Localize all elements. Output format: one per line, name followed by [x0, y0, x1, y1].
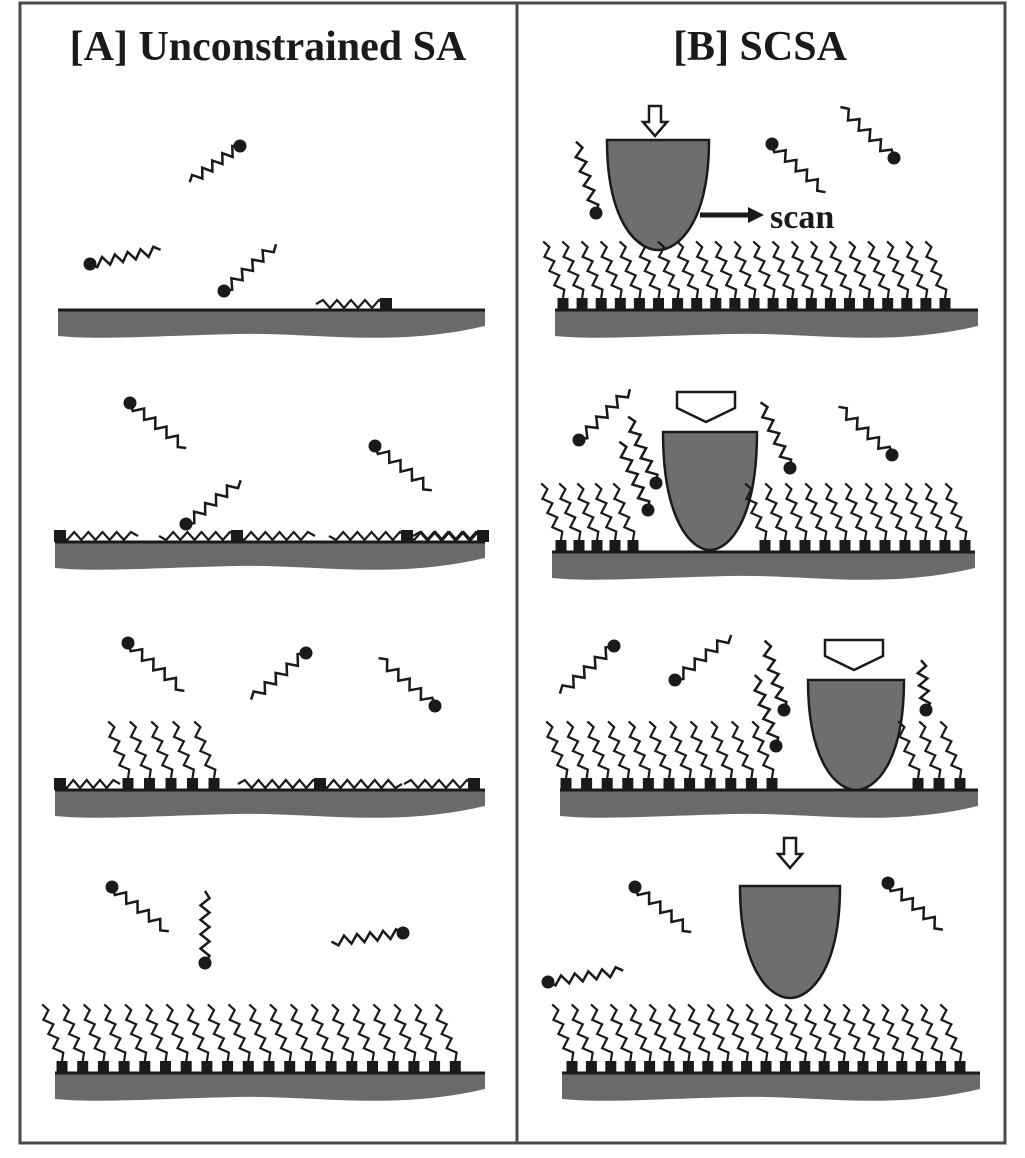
- free-molecule: [330, 926, 410, 947]
- free-molecule: [668, 634, 733, 687]
- lying-molecule: [231, 530, 316, 542]
- standing-monolayer-left: [545, 720, 778, 790]
- free-molecule: [759, 401, 797, 475]
- standing-monolayer-full: [542, 240, 951, 310]
- free-molecule: [752, 674, 783, 753]
- substrate-a1: [58, 308, 485, 338]
- free-molecule: [618, 440, 655, 517]
- free-molecule: [249, 646, 313, 700]
- standing-monolayer-full: [551, 1003, 966, 1073]
- free-molecule: [83, 245, 162, 271]
- load-arrow: [675, 390, 737, 424]
- load-arrow: [640, 104, 670, 138]
- panel-a-title: [A] Unconstrained SA: [70, 24, 467, 70]
- afm-tip: [806, 678, 906, 792]
- free-molecule: [838, 405, 899, 462]
- substrate-b2: [552, 550, 975, 580]
- substrate-b1: [555, 308, 978, 338]
- free-molecule: [881, 876, 944, 931]
- substrate-a4: [55, 1071, 485, 1101]
- standing-monolayer-right: [744, 482, 971, 552]
- afm-tip: [738, 884, 842, 1000]
- free-molecule: [628, 880, 692, 934]
- free-molecule: [217, 243, 278, 298]
- load-arrow: [775, 836, 805, 870]
- panel-b-title: [B] SCSA: [673, 24, 848, 70]
- substrate-b3: [560, 788, 978, 818]
- lying-molecule: [314, 778, 403, 790]
- substrate-b4: [562, 1071, 980, 1101]
- standing-monolayer-island: [107, 720, 220, 790]
- free-molecule: [368, 439, 432, 492]
- lying-molecule: [403, 778, 480, 790]
- standing-monolayer-left: [540, 482, 639, 552]
- free-molecule: [765, 137, 826, 194]
- afm-tip: [661, 430, 759, 552]
- free-molecule: [378, 656, 442, 713]
- panel-b-frame: [515, 1, 1007, 1145]
- load-arrow: [823, 638, 885, 672]
- free-molecule: [188, 139, 247, 183]
- lying-molecule: [412, 530, 489, 542]
- standing-monolayer-full: [41, 1003, 461, 1073]
- lying-molecule: [54, 778, 121, 790]
- standing-monolayer-right: [897, 720, 966, 790]
- free-molecule: [121, 636, 185, 693]
- free-molecule: [762, 639, 791, 717]
- free-molecule: [123, 396, 187, 450]
- free-molecule: [572, 388, 632, 447]
- lying-molecule: [54, 530, 139, 542]
- lying-molecule: [315, 298, 392, 310]
- scan-label: scan: [770, 199, 834, 236]
- free-molecule: [105, 880, 169, 933]
- free-molecule: [541, 965, 624, 989]
- free-molecule: [558, 639, 621, 694]
- free-molecule: [915, 659, 933, 717]
- free-molecule: [198, 890, 212, 970]
- scan-arrow: [700, 207, 764, 223]
- substrate-a3: [55, 788, 485, 818]
- free-molecule: [573, 140, 603, 220]
- free-molecule: [840, 105, 901, 165]
- free-molecule: [627, 415, 663, 490]
- free-molecule: [179, 479, 242, 531]
- afm-tip: [605, 138, 711, 252]
- substrate-a2: [55, 540, 485, 570]
